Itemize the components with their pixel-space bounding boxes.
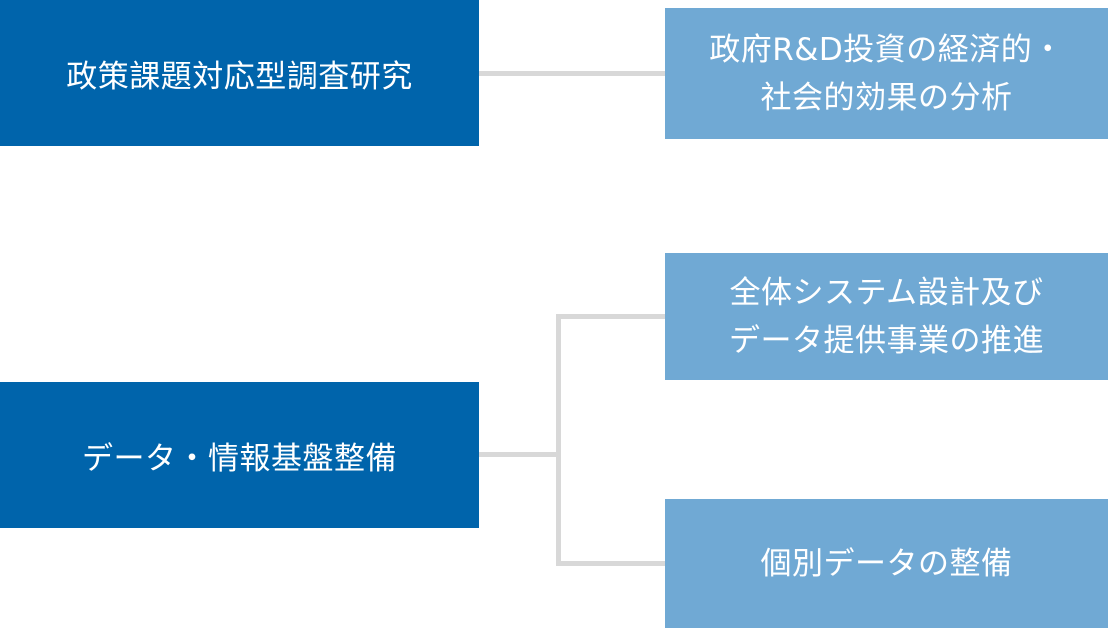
individual-data-box: 個別データの整備 [665, 499, 1108, 628]
individual-data-label: 個別データの整備 [760, 545, 1013, 582]
system-design-line2: データ提供事業の推進 [729, 322, 1044, 359]
policy-research-box: 政策課題対応型調査研究 [0, 0, 479, 146]
connector-vertical-trunk [556, 314, 561, 566]
data-infrastructure-box: データ・情報基盤整備 [0, 382, 479, 528]
system-design-line1: 全体システム設計及び [729, 274, 1044, 311]
system-design-box: 全体システム設計及び データ提供事業の推進 [665, 253, 1108, 380]
connector-data-stub [479, 452, 560, 457]
policy-research-label: 政策課題対応型調査研究 [66, 58, 413, 95]
connector-to-individual-data [556, 561, 665, 566]
rd-investment-analysis-line2: 社会的効果の分析 [760, 79, 1013, 116]
data-infrastructure-label: データ・情報基盤整備 [82, 440, 397, 477]
connector-policy-to-analysis [479, 71, 665, 76]
rd-investment-analysis-box: 政府R&D投資の経済的・ 社会的効果の分析 [665, 8, 1108, 139]
connector-to-system-design [556, 314, 665, 319]
rd-investment-analysis-line1: 政府R&D投資の経済的・ [709, 31, 1064, 68]
